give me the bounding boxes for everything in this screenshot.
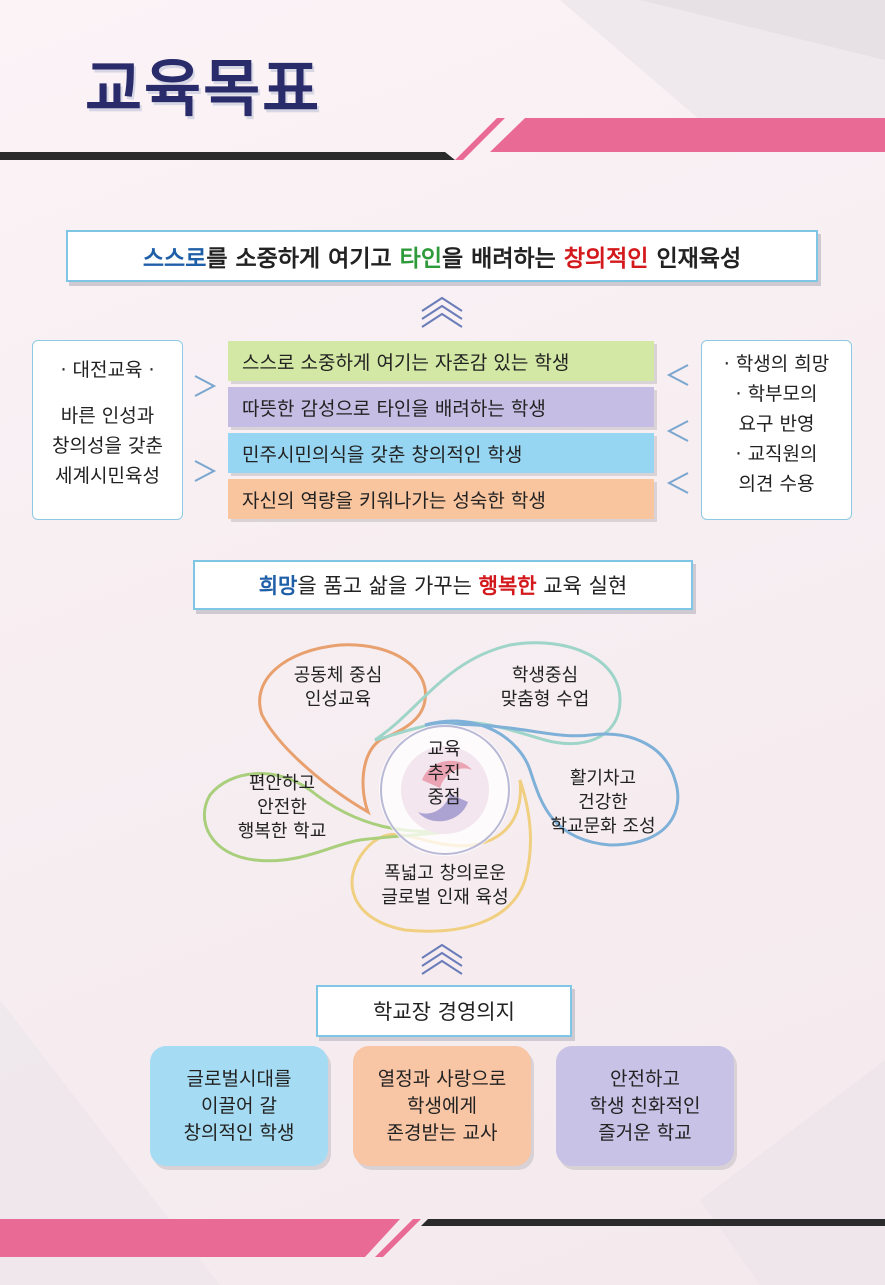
petal-healthy-culture-label: 활기차고 건강한 학교문화 조성 <box>528 767 678 839</box>
mission-statement: 스스로 를 소중하게 여기고 타인 을 배려하는 창의적인 인재육성 <box>66 230 818 282</box>
right-chevron-icon <box>194 460 217 482</box>
stakeholder-line: 요구 반영 <box>738 413 815 435</box>
card-line: 이끌어 갈 <box>201 1094 277 1117</box>
principal-title-text: 학교장 경영의지 <box>373 1000 515 1024</box>
right-chevron-icon <box>194 375 217 397</box>
petal-line: 폭넓고 창의로운 <box>384 863 506 884</box>
focus-center-label: 교육 추진 중점 <box>409 738 479 810</box>
petal-safe-school-label: 편안하고 안전한 행복한 학교 <box>212 772 352 844</box>
vision-keyword-happy: 행복한 <box>478 574 537 598</box>
footer-bars <box>0 1219 885 1257</box>
petal-outline-safe-school <box>202 772 461 863</box>
mission-keyword-others: 타인 <box>399 246 442 272</box>
mission-keyword-self: 스스로 <box>142 246 207 272</box>
mission-keyword-creative: 창의적인 <box>563 246 649 272</box>
goal-democratic-citizen: 민주시민의식을 갖춘 창의적인 학생 <box>228 433 654 473</box>
petal-community-label: 공동체 중심 인성교육 <box>268 664 408 712</box>
petal-line: 맞춤형 수업 <box>500 689 590 710</box>
stakeholder-line: · 교직원의 <box>735 443 818 465</box>
petal-line: 글로벌 인재 육성 <box>381 887 509 908</box>
goal-text: 자신의 역량을 키워나가는 성숙한 학생 <box>242 489 546 512</box>
card-line: 열정과 사랑으로 <box>377 1067 507 1090</box>
petal-global-label: 폭넓고 창의로운 글로벌 인재 육성 <box>360 862 530 910</box>
goal-text: 따뜻한 감성으로 타인을 배려하는 학생 <box>242 397 546 420</box>
focus-center-line: 교육 <box>427 739 461 760</box>
petal-line: 활기차고 <box>569 768 637 789</box>
page-title: 교육목표 <box>85 52 322 125</box>
card-line: 학생에게 <box>407 1094 477 1117</box>
petal-line: 건강한 <box>578 792 628 813</box>
mission-text-1: 를 소중하게 여기고 <box>206 246 400 272</box>
petal-line: 행복한 학교 <box>237 821 327 842</box>
card-happy-school: 안전하고 학생 친화적인 즐거운 학교 <box>556 1046 734 1166</box>
card-line: 안전하고 <box>610 1067 680 1090</box>
card-line: 학생 친화적인 <box>589 1094 701 1117</box>
stakeholder-line: 의견 수용 <box>738 473 815 495</box>
mission-text-3: 인재육성 <box>648 246 742 272</box>
goal-text: 스스로 소중하게 여기는 자존감 있는 학생 <box>242 351 570 374</box>
up-chevron-icon <box>421 296 463 328</box>
petal-line: 인성교육 <box>304 689 372 710</box>
daejeon-education-heading: · 대전교육 · <box>60 359 155 381</box>
card-line: 즐거운 학교 <box>598 1121 692 1144</box>
petal-line: 편안하고 <box>248 773 316 794</box>
mission-text-2: 을 배려하는 <box>442 246 564 272</box>
card-respected-teacher: 열정과 사랑으로 학생에게 존경받는 교사 <box>353 1046 531 1166</box>
petal-line: 공동체 중심 <box>293 665 383 686</box>
vision-keyword-hope: 희망 <box>258 574 298 598</box>
school-emblem-icon <box>379 724 511 856</box>
card-line: 글로벌시대를 <box>186 1067 292 1090</box>
daejeon-education-box: · 대전교육 · 바른 인성과 창의성을 갖춘 세계시민육성 <box>32 340 183 520</box>
card-line: 존경받는 교사 <box>386 1121 498 1144</box>
goal-mature-student: 자신의 역량을 키워나가는 성숙한 학생 <box>228 479 654 519</box>
card-creative-student: 글로벌시대를 이끌어 갈 창의적인 학생 <box>150 1046 328 1166</box>
vision-statement: 희망 을 품고 삶을 가꾸는 행복한 교육 실현 <box>193 560 693 610</box>
focus-center-line: 추진 <box>427 763 461 784</box>
daejeon-education-line: 세계시민육성 <box>55 465 160 487</box>
focus-center-line: 중점 <box>427 787 461 808</box>
daejeon-education-line: 창의성을 갖춘 <box>52 435 163 457</box>
focus-petal-diagram <box>202 641 680 933</box>
goal-consideration: 따뜻한 감성으로 타인을 배려하는 학생 <box>228 387 654 427</box>
header-bars <box>0 118 885 160</box>
left-chevron-icon <box>666 472 689 494</box>
goal-text: 민주시민의식을 갖춘 창의적인 학생 <box>242 443 523 466</box>
left-chevron-icon <box>666 364 689 386</box>
up-chevron-icon <box>421 943 463 975</box>
stakeholder-line: · 학부모의 <box>735 383 818 405</box>
stakeholder-input-box: · 학생의 희망 · 학부모의 요구 반영 · 교직원의 의견 수용 <box>701 340 852 520</box>
daejeon-education-line: 바른 인성과 <box>60 405 155 427</box>
vision-text-1: 을 품고 삶을 가꾸는 <box>297 574 479 598</box>
principal-management-title: 학교장 경영의지 <box>316 985 572 1037</box>
stakeholder-line: · 학생의 희망 <box>723 353 830 375</box>
vision-text-2: 교육 실현 <box>536 574 628 598</box>
goal-self-esteem: 스스로 소중하게 여기는 자존감 있는 학생 <box>228 341 654 381</box>
left-chevron-icon <box>666 420 689 442</box>
petal-outline-healthy-culture <box>424 719 680 847</box>
card-line: 창의적인 학생 <box>183 1121 295 1144</box>
petal-student-centered-label: 학생중심 맞춤형 수업 <box>470 664 620 712</box>
petal-line: 학교문화 조성 <box>550 816 656 837</box>
petal-line: 안전한 <box>257 797 307 818</box>
petal-line: 학생중심 <box>511 665 579 686</box>
